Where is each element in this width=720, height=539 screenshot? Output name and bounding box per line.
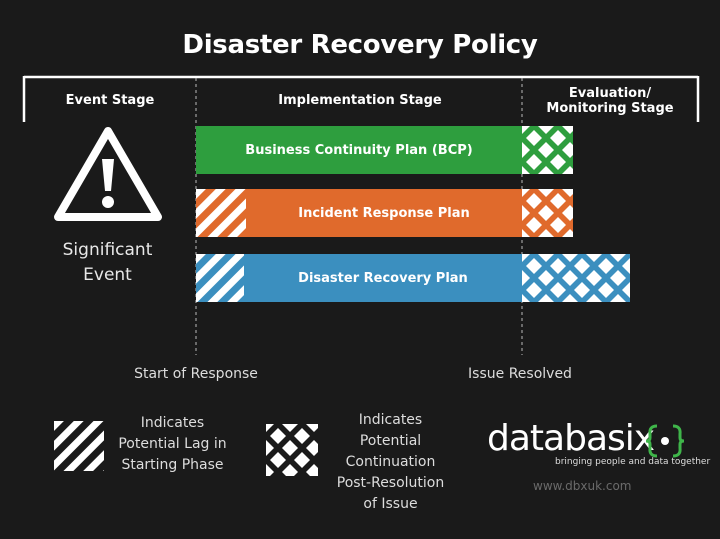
- bcp-bar: Business Continuity Plan (BCP): [196, 126, 522, 174]
- event-stage-header: Event Stage: [65, 93, 155, 108]
- incident-lag-pattern: [196, 189, 246, 237]
- page-title: Disaster Recovery Policy: [182, 30, 538, 60]
- significant-event-label: Significant Event: [40, 238, 175, 288]
- lag-legend-line1: Indicates: [140, 415, 205, 431]
- dr-continuation-pattern: [522, 254, 630, 302]
- logo-wordmark: databasix: [487, 418, 655, 459]
- warning-triangle-icon: [54, 127, 162, 221]
- dr-lag-pattern: [196, 254, 244, 302]
- cont-legend-line5: of Issue: [363, 496, 418, 512]
- disaster-recovery-label: Disaster Recovery Plan: [298, 270, 468, 286]
- significant-event-line2: Event: [83, 265, 132, 285]
- databasix-logo: databasix: [487, 418, 697, 468]
- incident-response-bar: Incident Response Plan: [246, 189, 522, 237]
- bcp-continuation-pattern: [522, 126, 573, 174]
- disaster-recovery-bar: Disaster Recovery Plan: [244, 254, 522, 302]
- evaluation-stage-header: Evaluation/ Monitoring Stage: [530, 86, 690, 116]
- crosshatch-legend-icon: [266, 424, 318, 476]
- logo-tagline: bringing people and data together: [555, 457, 711, 467]
- cont-legend-line2: Potential: [359, 433, 422, 449]
- start-of-response-label: Start of Response: [134, 366, 258, 382]
- significant-event-line1: Significant: [62, 240, 153, 260]
- braces-logo-icon: [645, 424, 685, 458]
- stripe-legend-icon: [54, 421, 104, 471]
- issue-resolved-label: Issue Resolved: [468, 366, 572, 382]
- lag-legend-text: Indicates Potential Lag in Starting Phas…: [105, 413, 240, 476]
- incident-response-label: Incident Response Plan: [298, 205, 470, 221]
- evaluation-stage-line1: Evaluation/: [568, 86, 652, 101]
- cont-legend-line4: Post-Resolution: [336, 475, 445, 491]
- lag-legend-line3: Starting Phase: [121, 457, 224, 473]
- website-url: www.dbxuk.com: [533, 479, 632, 493]
- incident-continuation-pattern: [522, 189, 573, 237]
- bcp-label: Business Continuity Plan (BCP): [245, 142, 473, 158]
- continuation-legend-text: Indicates Potential Continuation Post-Re…: [328, 410, 453, 515]
- cont-legend-line3: Continuation: [345, 454, 436, 470]
- cont-legend-line1: Indicates: [358, 412, 423, 428]
- evaluation-stage-line2: Monitoring Stage: [546, 101, 674, 116]
- lag-legend-line2: Potential Lag in: [118, 436, 227, 452]
- implementation-stage-header: Implementation Stage: [278, 93, 442, 108]
